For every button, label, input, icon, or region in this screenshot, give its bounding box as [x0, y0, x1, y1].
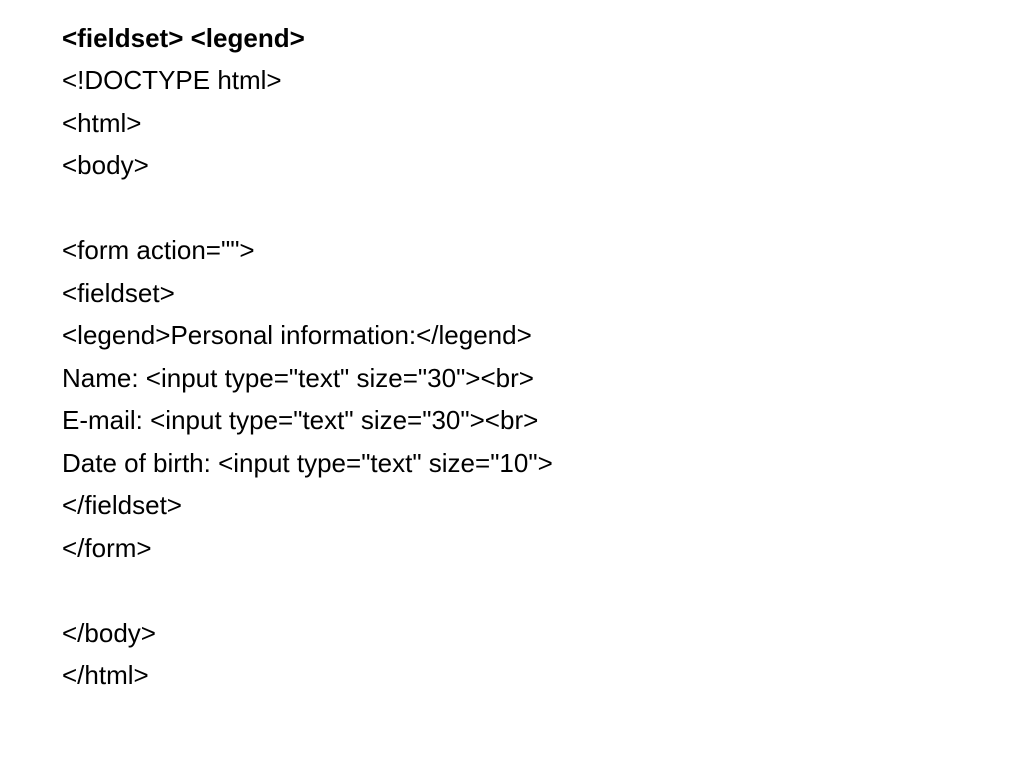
code-line: Name: <input type="text" size="30"><br>	[62, 362, 534, 393]
code-line: </form>	[62, 532, 152, 563]
code-line: E-mail: <input type="text" size="30"><br…	[62, 405, 539, 435]
code-line-blank	[62, 569, 1024, 612]
code-line: <html>	[62, 107, 142, 138]
code-line: <form action="">	[62, 235, 255, 265]
code-line: </fieldset>	[62, 490, 182, 520]
code-line: <!DOCTYPE html>	[62, 65, 282, 95]
slide-title: <fieldset> <legend>	[62, 23, 305, 53]
code-line: <legend>Personal information:</legend>	[62, 320, 532, 350]
code-line: </body>	[62, 617, 156, 648]
code-line: <fieldset>	[62, 277, 175, 308]
code-line: <body>	[62, 150, 149, 180]
code-line: </html>	[62, 660, 149, 690]
code-listing: <!DOCTYPE html> <html> <body> <form acti…	[62, 59, 1024, 697]
code-line-blank	[62, 187, 1024, 230]
code-line: Date of birth: <input type="text" size="…	[62, 447, 553, 478]
